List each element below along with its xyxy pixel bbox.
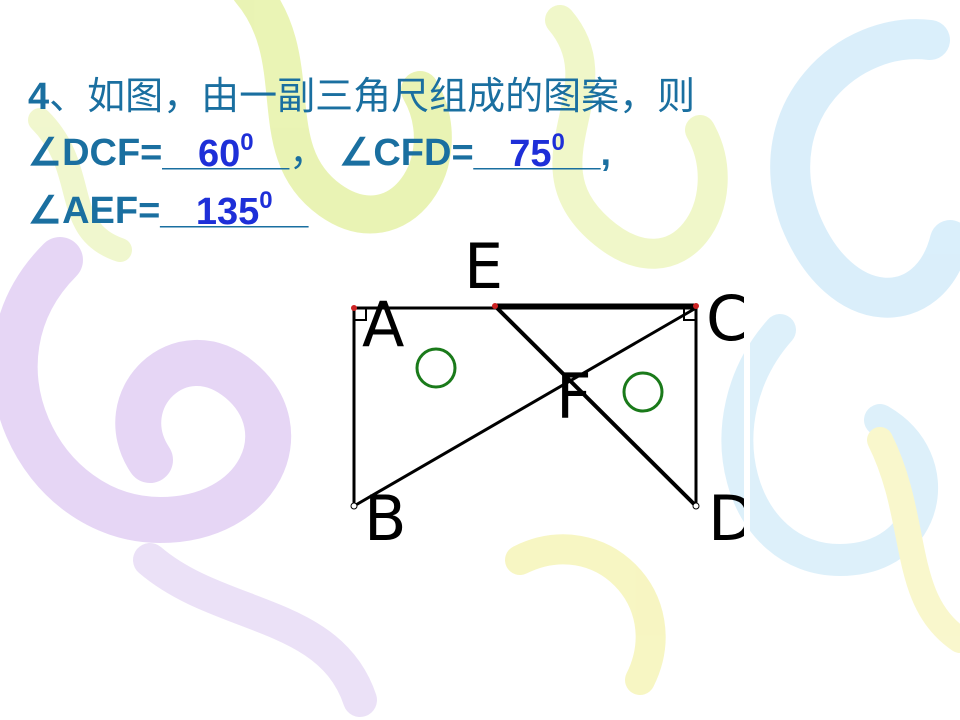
point-E xyxy=(492,303,498,309)
ribbon-purple xyxy=(0,237,292,544)
figure-crop-mask xyxy=(744,240,750,560)
problem-line-1: 4、如图，由一副三角尺组成的图案，则 xyxy=(28,72,695,121)
problem-line-2: ∠DCF=______600， ∠CFD=______750, xyxy=(28,128,611,177)
problem-line-3: ∠AEF=_______1350 xyxy=(28,186,308,235)
q2-answer: 750 xyxy=(509,129,565,175)
ribbon-green-2 xyxy=(545,5,728,269)
q3-label: ∠AEF= xyxy=(28,190,161,232)
problem-number: 4 xyxy=(28,76,50,118)
q1-blank: ______ xyxy=(162,132,290,174)
ribbon-yellow xyxy=(505,534,666,695)
angle-marker-right xyxy=(622,371,664,413)
q3-answer: 1350 xyxy=(195,187,273,233)
ribbon-yellow-2 xyxy=(867,427,960,653)
point-B xyxy=(350,502,358,510)
ribbon-green xyxy=(233,0,452,234)
q1-answer: 600 xyxy=(197,129,254,175)
q2-label: ∠CFD= xyxy=(339,132,474,174)
q1-label: ∠DCF= xyxy=(28,132,163,174)
right-angle-C xyxy=(683,308,696,321)
segment-ED xyxy=(493,304,698,508)
point-A xyxy=(351,305,357,311)
q2-blank-wrap: ______750 xyxy=(474,129,601,177)
ribbon-blue-2 xyxy=(721,314,939,577)
label-A: A xyxy=(362,288,404,361)
point-C xyxy=(693,303,699,309)
separator-1: ， xyxy=(289,130,328,174)
label-D: D xyxy=(708,482,750,555)
q1-blank-wrap: ______600 xyxy=(162,129,289,177)
label-B: B xyxy=(364,482,407,555)
right-angle-A xyxy=(354,308,367,321)
angle-marker-left xyxy=(415,347,457,389)
separator-2: , xyxy=(600,132,612,174)
q3-blank: _______ xyxy=(160,190,309,232)
problem-intro: 、如图，由一副三角尺组成的图案，则 xyxy=(49,74,696,118)
q3-blank-wrap: _______1350 xyxy=(160,187,308,235)
label-C: C xyxy=(706,282,749,355)
label-E: E xyxy=(464,240,503,303)
ribbon-green-3 xyxy=(28,108,132,262)
label-F: F xyxy=(556,360,592,433)
ribbon-purple-2 xyxy=(133,543,377,717)
point-D xyxy=(692,502,700,510)
triangle-figure: A E C F B D xyxy=(350,240,750,560)
q2-blank: ______ xyxy=(473,132,601,174)
ribbon-blue xyxy=(770,19,960,318)
segment-BC xyxy=(353,306,697,508)
